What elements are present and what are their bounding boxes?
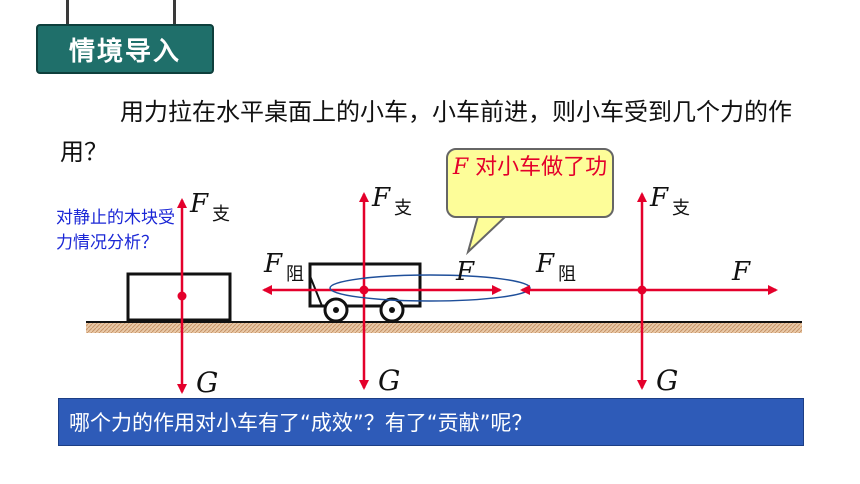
label-right-g: G: [656, 364, 678, 397]
label-right-resist-sub: 阻: [558, 264, 576, 285]
section-title-tag: 情境导入: [36, 24, 214, 74]
label-cart-g: G: [378, 364, 400, 397]
label-right-support-f: F: [649, 183, 669, 213]
block-center-dot: [177, 291, 187, 301]
hanging-rope-left: [66, 0, 69, 26]
hanging-rope-right: [173, 0, 176, 26]
footer-question: 哪个力的作用对小车有了“成效”？有了“贡献”呢？: [69, 411, 533, 435]
label-block-support-sub: 支: [212, 204, 230, 225]
label-block-g: G: [196, 366, 218, 399]
label-right-support-sub: 支: [672, 198, 690, 219]
label-cart-pull-f: F: [455, 257, 475, 287]
label-right-pull-f: F: [731, 257, 751, 287]
callout-pointer: [466, 215, 509, 256]
label-right-resist-f: F: [535, 249, 555, 279]
label-block-support-f: F: [189, 189, 209, 219]
label-cart-support-f: F: [371, 183, 391, 213]
cart-wheel-right-hub: [389, 307, 395, 313]
footer-question-bar: 哪个力的作用对小车有了“成效”？有了“贡献”呢？: [58, 398, 804, 446]
callout-force-symbol: F: [452, 155, 469, 180]
work-callout: F 对小车做了功: [446, 148, 614, 218]
cart-center-dot: [359, 285, 369, 295]
callout-text: 对小车做了功: [475, 155, 608, 180]
label-cart-resist-f: F: [263, 249, 283, 279]
section-title: 情境导入: [68, 36, 181, 67]
right-center-dot: [637, 285, 647, 295]
label-cart-support-sub: 支: [394, 198, 412, 219]
table-surface: [86, 322, 802, 333]
label-cart-resist-sub: 阻: [286, 264, 304, 285]
question-text: 用力拉在水平桌面上的小车，小车前进，则小车受到几个力的作用？: [60, 98, 792, 166]
highlight-ellipse: [329, 274, 531, 302]
cart-wheel-left-hub: [333, 307, 339, 313]
block-analysis-note: 对静止的木块受力情况分析？: [56, 208, 175, 253]
